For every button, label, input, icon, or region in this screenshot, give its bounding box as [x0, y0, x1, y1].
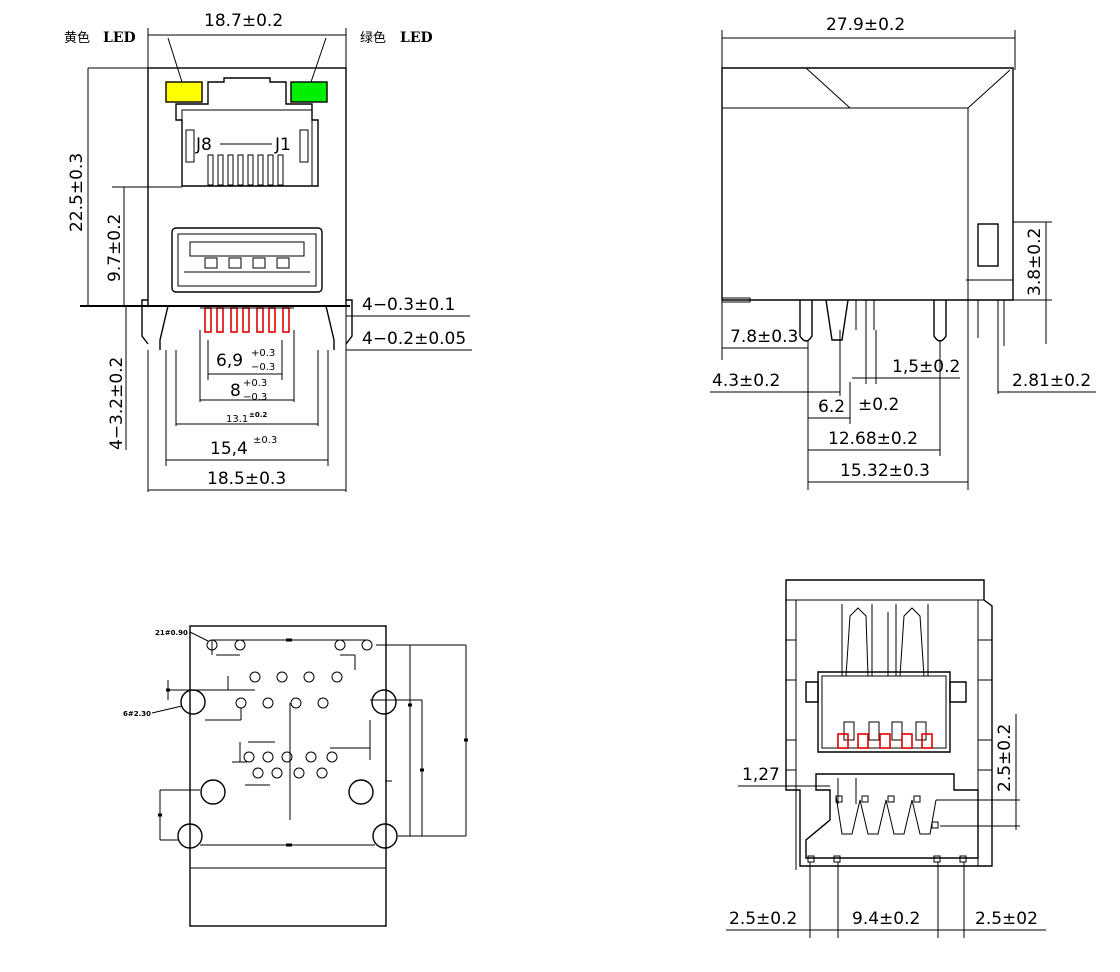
dim-pitch-69-tol-minus: −0.3: [251, 362, 275, 373]
dim-pitch-69-tol-plus: +0.3: [251, 348, 275, 359]
label-hole-large: 6#2.30: [123, 710, 151, 718]
dim-front-pin-b: 4−0.2±0.05: [362, 329, 466, 349]
yellow-led: [165, 81, 203, 103]
rear-view: 1,27 2.5±0.2 2.5±0.2 9.4±0.2 2.5±02: [726, 579, 1046, 938]
label-hole-small: 21#0.90: [155, 629, 188, 637]
dim-front-height-total: 22.5±0.3: [67, 153, 87, 232]
label-j8: J8: [195, 135, 212, 155]
dim-rear-center-94: 9.4±0.2: [852, 909, 920, 929]
label-j1: J1: [274, 135, 291, 155]
green-led-word: LED: [400, 30, 433, 46]
dim-front-height-usb: 9.7±0.2: [105, 214, 125, 282]
dim-pitch-69: 6,9: [216, 351, 243, 371]
dim-side-78: 7.8±0.3: [730, 327, 798, 347]
green-led-label: 绿色: [360, 30, 386, 46]
dim-rear-right-25: 2.5±02: [975, 909, 1038, 929]
yellow-led-label: 黄色: [64, 30, 90, 46]
dim-rear-127: 1,27: [742, 765, 780, 785]
dim-width-131: 13.1: [226, 414, 248, 425]
dim-side-length: 27.9±0.2: [826, 15, 905, 35]
dim-width-131-tol: ±0.2: [249, 411, 267, 419]
dim-pitch-8: 8: [230, 381, 241, 401]
dim-front-pin-a: 4−0.3±0.1: [362, 295, 455, 315]
dim-front-top-width: 18.7±0.2: [204, 11, 283, 31]
dim-side-15: 1,5±0.2: [892, 357, 960, 377]
dim-width-154: 15,4: [210, 439, 248, 459]
dim-side-1268: 12.68±0.2: [828, 429, 918, 449]
dim-width-185: 18.5±0.3: [207, 469, 286, 489]
front-view: 18.7±0.2 黄色 LED 绿色 LED J8 J1: [64, 11, 472, 492]
dim-pitch-8-tol-minus: −0.3: [243, 392, 267, 403]
yellow-led-word: LED: [103, 30, 136, 46]
dim-side-62: 6.2: [818, 397, 845, 417]
side-view: 27.9±0.2 3.8±0.2 7.8±0.3 4.3±0.2 1,5±0.: [710, 15, 1096, 490]
dim-side-281: 2.81±0.2: [1012, 371, 1091, 391]
dim-rear-height-25: 2.5±0.2: [995, 724, 1015, 792]
dim-pitch-8-tol-plus: +0.3: [243, 378, 267, 389]
dim-side-1532: 15.32±0.3: [840, 461, 930, 481]
dim-front-pin-length: 4−3.2±0.2: [107, 357, 127, 450]
dim-rear-left-25: 2.5±0.2: [729, 909, 797, 929]
green-led: [290, 81, 328, 103]
dim-side-43: 4.3±0.2: [712, 371, 780, 391]
dim-width-154-tol: ±0.3: [253, 435, 277, 446]
dim-side-62-tol: ±0.2: [858, 395, 899, 415]
footprint-view: 21#0.90 6#2.30: [123, 625, 468, 927]
dim-side-height-38: 3.8±0.2: [1025, 228, 1045, 296]
